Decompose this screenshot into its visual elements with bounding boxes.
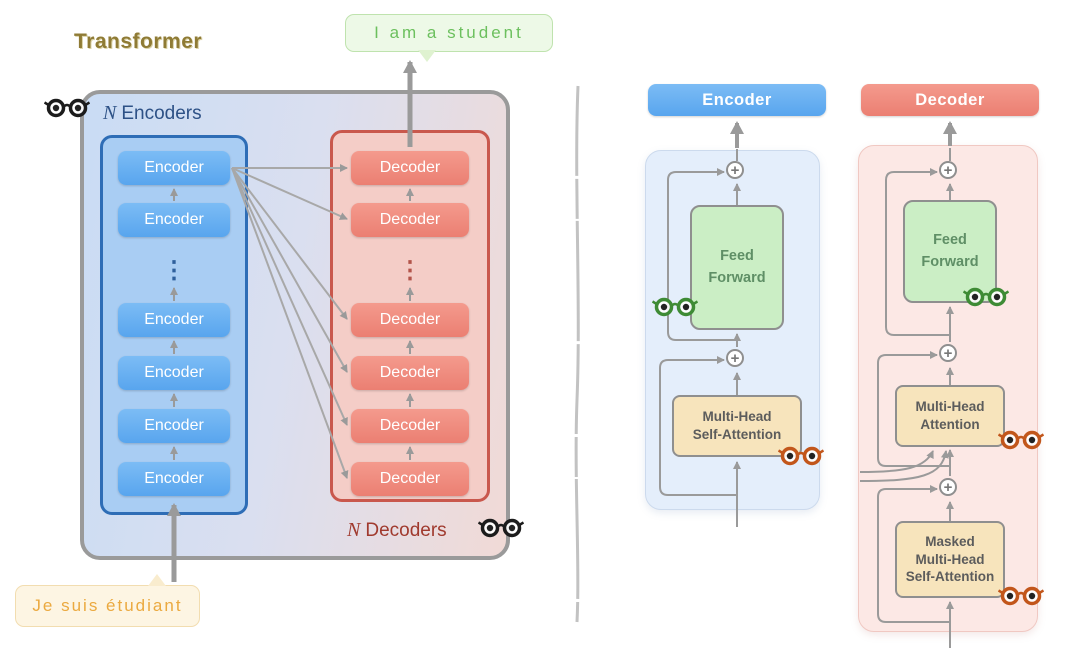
residual-add-icon: +	[939, 478, 957, 496]
encoder-feed-forward-block: Feed Forward	[690, 205, 784, 330]
decoder-block: Decoder	[351, 356, 469, 390]
decoder-attention-block: Multi-Head Attention	[895, 385, 1005, 447]
decoder-block: Decoder	[351, 409, 469, 443]
encoder-block: Encoder	[118, 203, 230, 237]
residual-add-icon: +	[939, 344, 957, 362]
diagram-title: Transformer	[74, 30, 203, 53]
residual-add-icon: +	[939, 161, 957, 179]
decoder-masked-attention-block: Masked Multi-Head Self-Attention	[895, 521, 1005, 598]
decoder-ellipsis: ⋮	[398, 256, 422, 284]
residual-add-icon: +	[726, 349, 744, 367]
section-divider	[574, 85, 580, 623]
encoder-block: Encoder	[118, 303, 230, 337]
decoder-block: Decoder	[351, 462, 469, 496]
decoder-detail-header: Decoder	[861, 84, 1039, 116]
encoder-detail-header: Encoder	[648, 84, 826, 116]
encoder-block: Encoder	[118, 462, 230, 496]
residual-add-icon: +	[726, 161, 744, 179]
encoder-self-attention-block: Multi-Head Self-Attention	[672, 395, 802, 457]
encoder-block: Encoder	[118, 356, 230, 390]
decoder-block: Decoder	[351, 303, 469, 337]
decoder-block: Decoder	[351, 203, 469, 237]
encoder-ellipsis: ⋮	[162, 256, 186, 284]
output-speech-bubble: I am a student	[345, 14, 553, 62]
encoder-block: Encoder	[118, 151, 230, 185]
decoder-block: Decoder	[351, 151, 469, 185]
encoder-block: Encoder	[118, 409, 230, 443]
decoder-feed-forward-block: Feed Forward	[903, 200, 997, 303]
input-speech-bubble: Je suis étudiant	[15, 574, 200, 627]
n-italic: N	[347, 519, 361, 541]
n-italic: N	[103, 102, 117, 124]
